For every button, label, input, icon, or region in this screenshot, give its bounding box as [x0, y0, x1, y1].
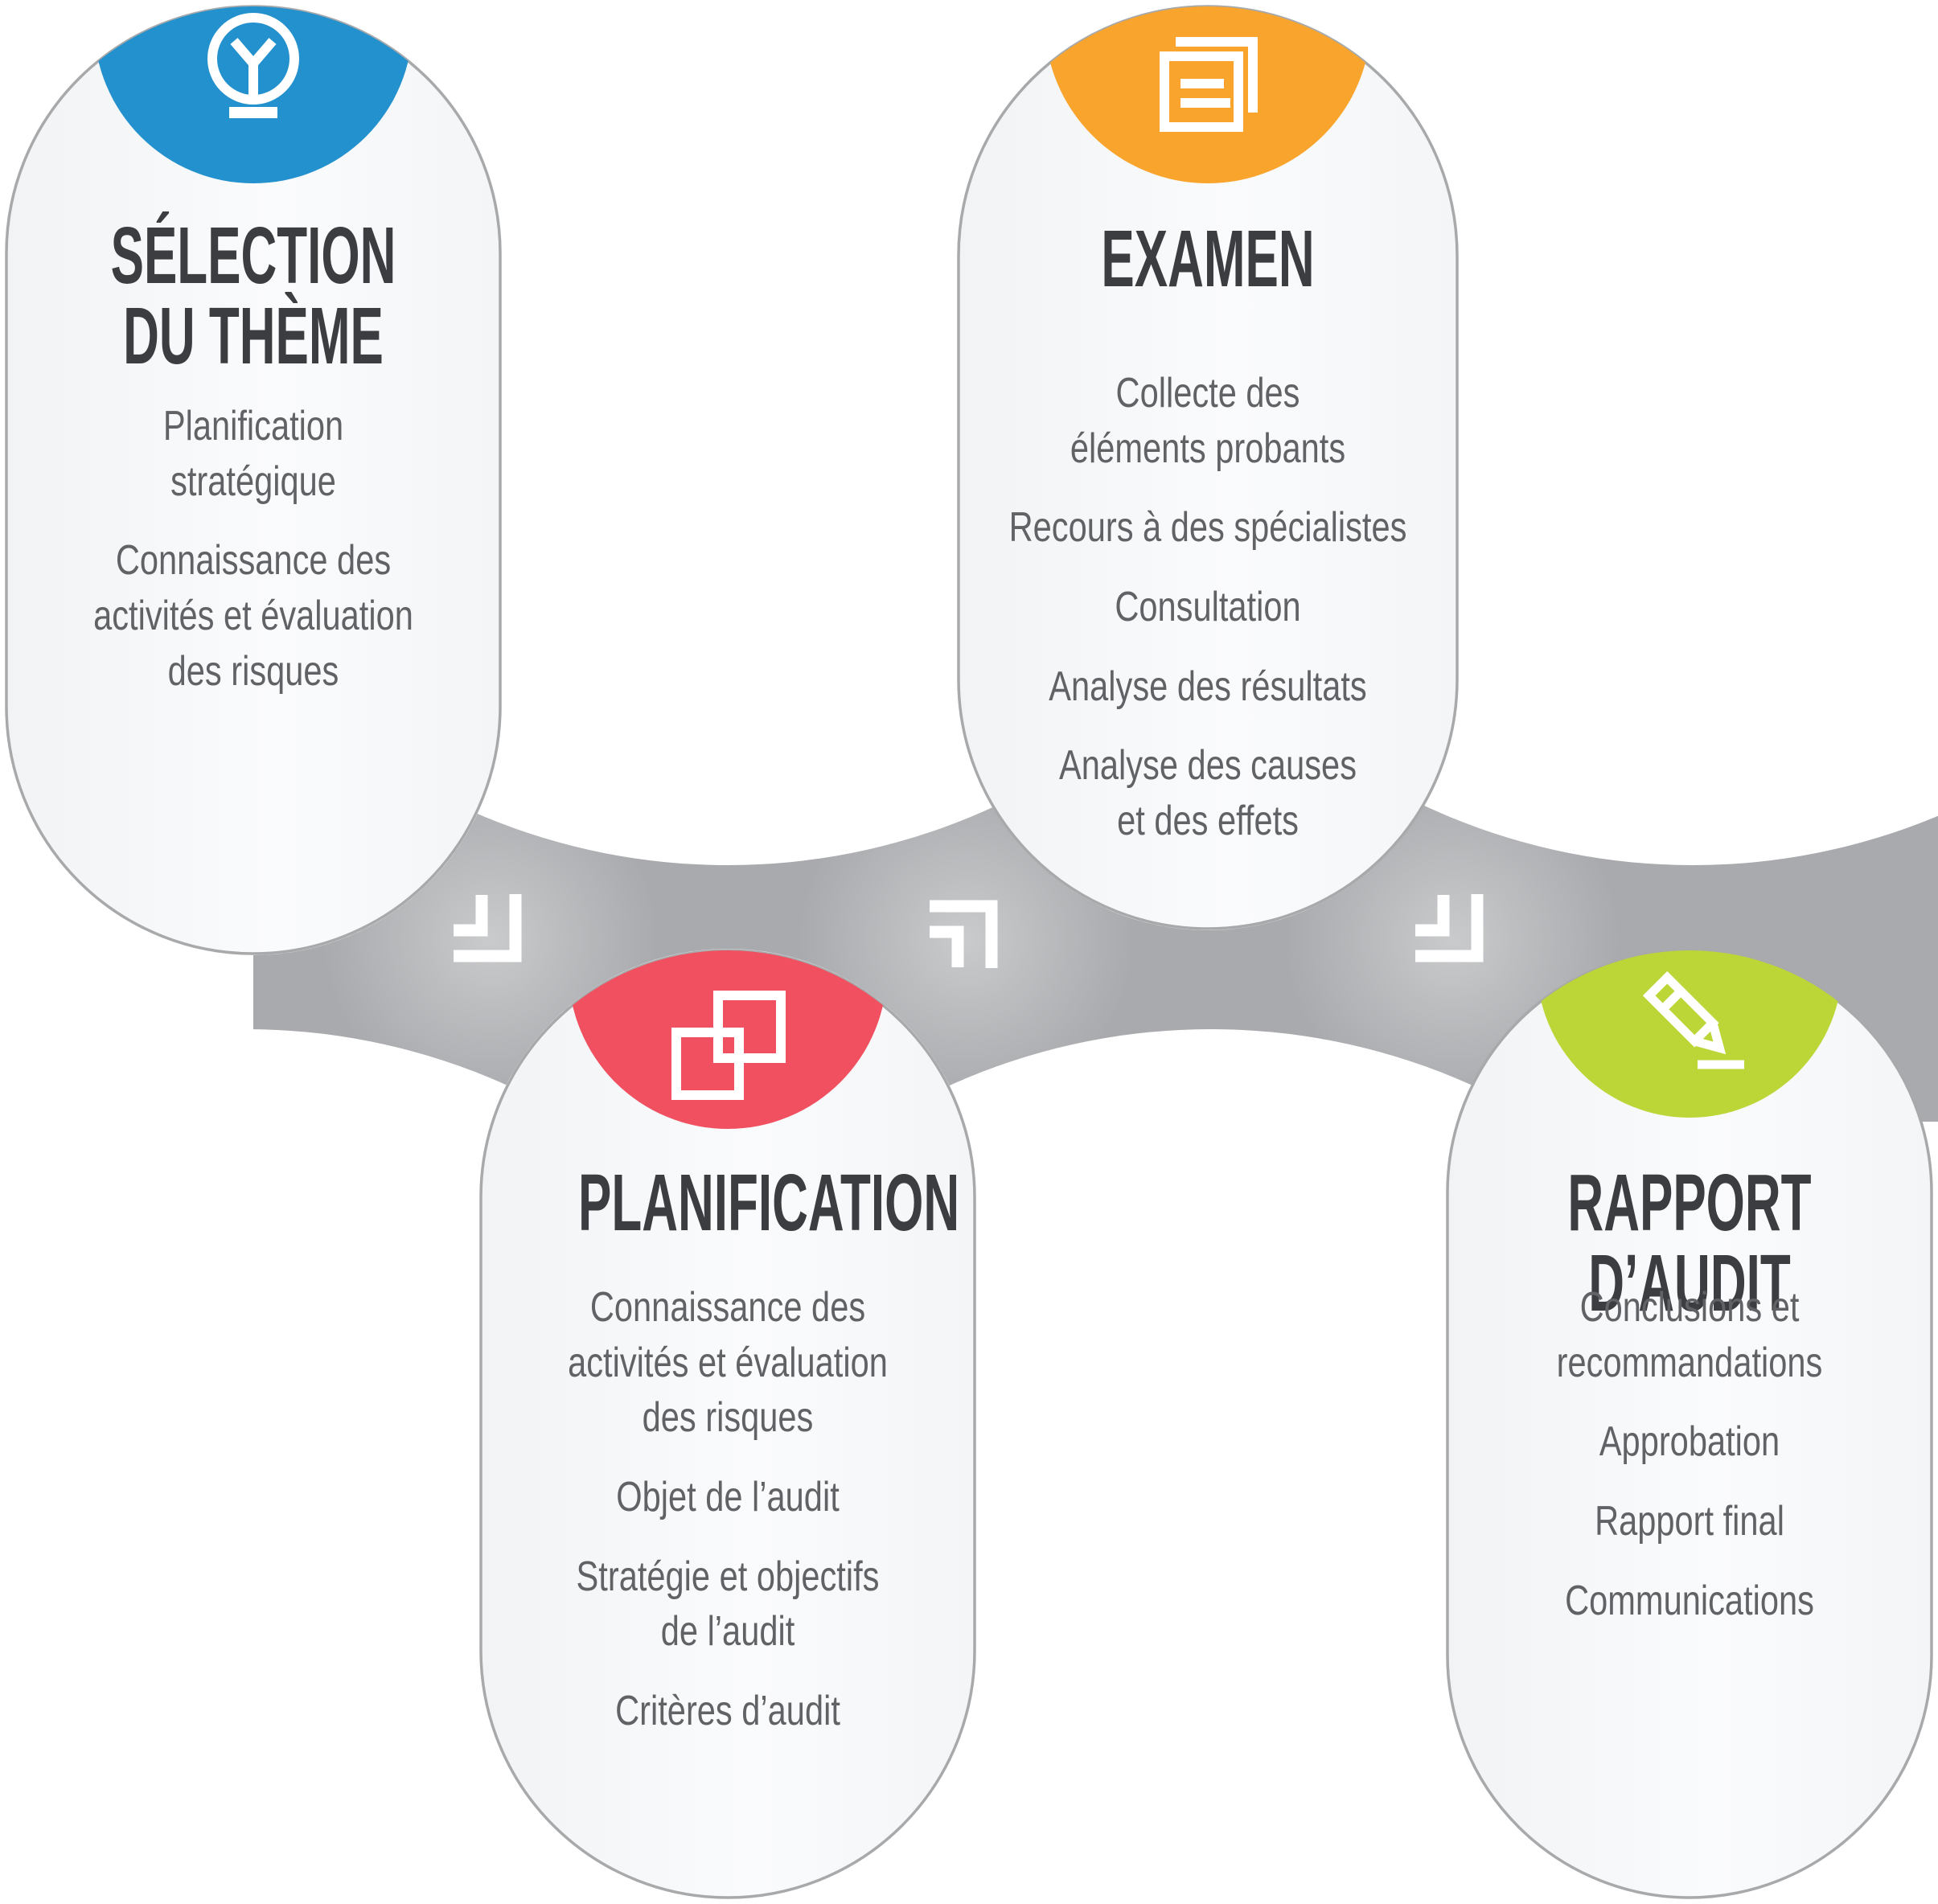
stage-title: SÉLECTION DU THÈME	[110, 211, 396, 381]
stage-item: Rapport final	[1595, 1497, 1784, 1545]
stage-item: Recours à des spécialistes	[1008, 504, 1407, 552]
stage-items: Connaissance des activités et évaluation…	[528, 1280, 927, 1738]
stage-item: Analyse des résultats	[1049, 663, 1367, 710]
stage-badge-selection	[94, 6, 413, 183]
stage-title: EXAMEN	[1101, 214, 1315, 304]
stage-item: Conclusions et recommandations	[1556, 1284, 1823, 1386]
stage-item: Analyse des causes et des effets	[1059, 742, 1357, 844]
corner-arrow-up-icon	[930, 900, 998, 968]
corner-arrow-down-icon	[1415, 894, 1484, 962]
stage-item: Critères d’audit	[615, 1687, 840, 1734]
corner-arrow-down-icon	[454, 894, 522, 962]
stage-item: Collecte des éléments probants	[1070, 370, 1346, 472]
stage-item: Communications	[1565, 1577, 1814, 1624]
stage-item: Connaissance des activités et évaluation…	[93, 537, 413, 695]
stage-item: Consultation	[1115, 583, 1301, 630]
documents-icon	[1160, 37, 1258, 132]
stage-item: Stratégie et objectifs de l’audit	[576, 1553, 880, 1656]
stage-items: Planification stratégique Connaissance d…	[54, 399, 453, 699]
stage-title: RAPPORT D’AUDIT	[1567, 1158, 1812, 1328]
stage-item: Planification stratégique	[162, 403, 344, 505]
stage-items: Collecte des éléments probants Recours à…	[1008, 366, 1407, 848]
stage-badge-rapport	[1537, 950, 1842, 1118]
stage-item: Connaissance des activités et évaluation…	[568, 1284, 888, 1442]
stage-items: Conclusions et recommandations Approbati…	[1490, 1280, 1889, 1628]
stage-badge-planification	[569, 950, 887, 1129]
stage-item: Approbation	[1599, 1418, 1780, 1466]
stage-badge-examen	[1045, 6, 1371, 183]
pencil-icon	[1642, 970, 1744, 1069]
overlapping-squares-icon	[671, 991, 786, 1100]
stage-title: PLANIFICATION	[578, 1158, 960, 1248]
lightbulb-icon	[207, 13, 299, 118]
stage-item: Objet de l’audit	[616, 1473, 840, 1520]
